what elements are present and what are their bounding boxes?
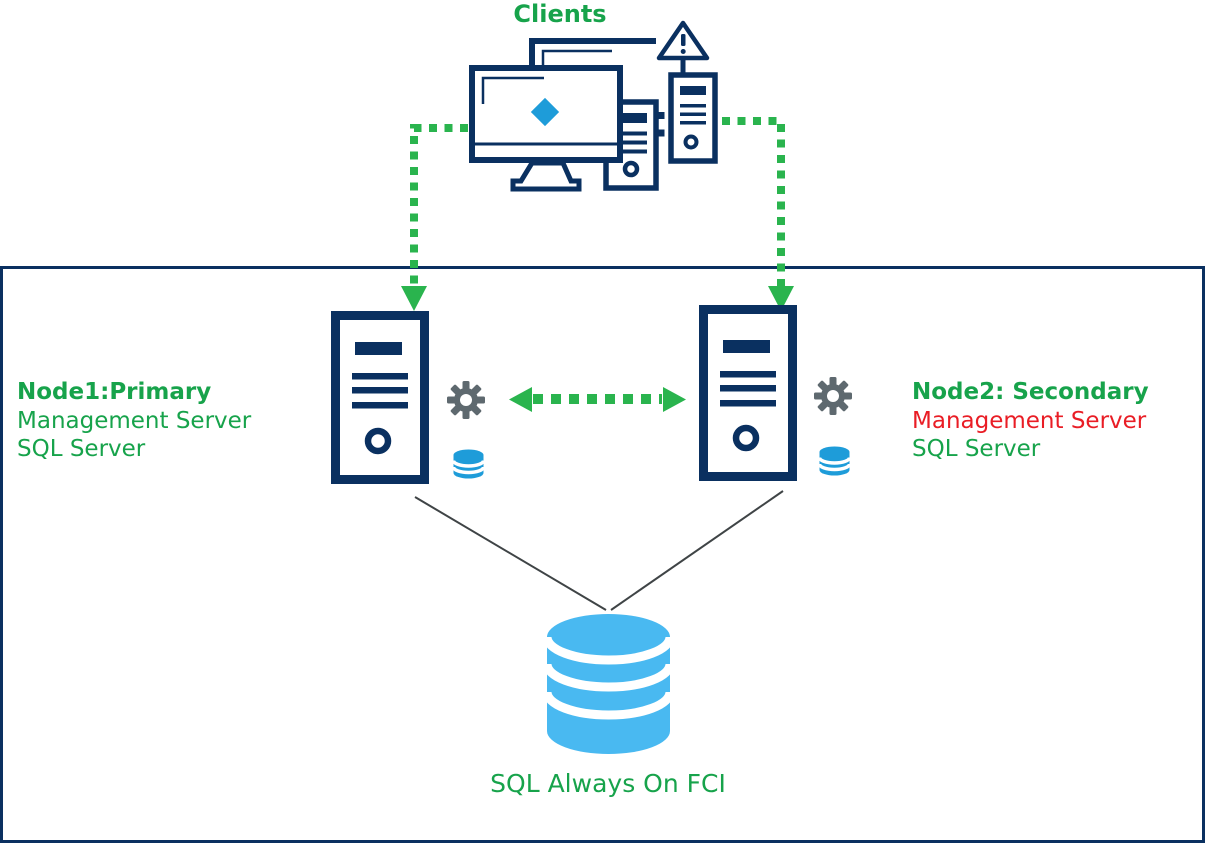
tower-slot-bar	[615, 113, 647, 123]
warning-triangle-icon	[656, 20, 710, 61]
screen-corner-bracket	[481, 76, 544, 104]
screen-diamond-icon	[530, 97, 560, 127]
node1-service-management: Management Server	[17, 407, 252, 434]
cluster-boundary-box	[0, 266, 1205, 843]
node2-gear-icon	[814, 377, 852, 415]
node1-server-icon	[331, 311, 429, 484]
node1-label: Node1:Primary Management Server SQL Serv…	[17, 378, 251, 464]
inner-connector-line	[541, 49, 612, 70]
node-sync-arrow	[509, 387, 686, 412]
storage-cylinder-icon	[543, 614, 674, 754]
exclamation-dot	[680, 49, 686, 54]
server-slot-bar	[355, 342, 402, 355]
client-to-node2-dotted-line	[722, 117, 785, 288]
server-slot-bar	[723, 340, 770, 353]
monitor-stand	[510, 160, 582, 192]
node2-database-icon	[817, 446, 852, 476]
tower-power-led	[683, 134, 699, 150]
tower-power-led	[622, 160, 640, 178]
connector-plug-top	[657, 112, 665, 119]
node1-service-sql: SQL Server	[17, 436, 146, 462]
node2-to-storage-line	[610, 490, 784, 611]
client-to-node2-arrow	[722, 117, 794, 311]
node-sync-right-arrowhead-icon	[663, 387, 686, 412]
client-to-node1-dotted-line	[410, 124, 468, 288]
node2-server-icon	[699, 305, 797, 481]
node1-title: Node1:Primary	[17, 379, 212, 405]
exclamation-bar	[681, 34, 686, 46]
node1-gear-icon	[447, 381, 485, 419]
node2-title: Node2: Secondary	[912, 379, 1149, 405]
monitor-to-triangle-line	[529, 38, 656, 70]
node-sync-left-arrowhead-icon	[509, 387, 532, 412]
node2-service-sql: SQL Server	[912, 436, 1041, 462]
client-to-node2-arrowhead-icon	[768, 286, 794, 311]
node1-database-icon	[451, 449, 486, 479]
clients-label: Clients	[513, 0, 607, 28]
connector-plug-bottom	[657, 129, 665, 137]
client-to-node1-arrow	[401, 124, 468, 311]
clients-devices-icon	[469, 20, 718, 192]
server-power-led	[732, 424, 760, 452]
client-to-node1-arrowhead-icon	[401, 286, 427, 311]
node1-to-storage-line	[414, 496, 607, 611]
storage-label: SQL Always On FCI	[490, 769, 726, 798]
server-power-led	[364, 427, 392, 455]
tower-slot-bar	[680, 86, 706, 95]
monitor-icon	[469, 65, 623, 192]
node2-service-management: Management Server	[912, 407, 1147, 434]
node2-label: Node2: Secondary Management Server SQL S…	[912, 378, 1149, 464]
tower-pc-right-icon	[668, 72, 718, 164]
